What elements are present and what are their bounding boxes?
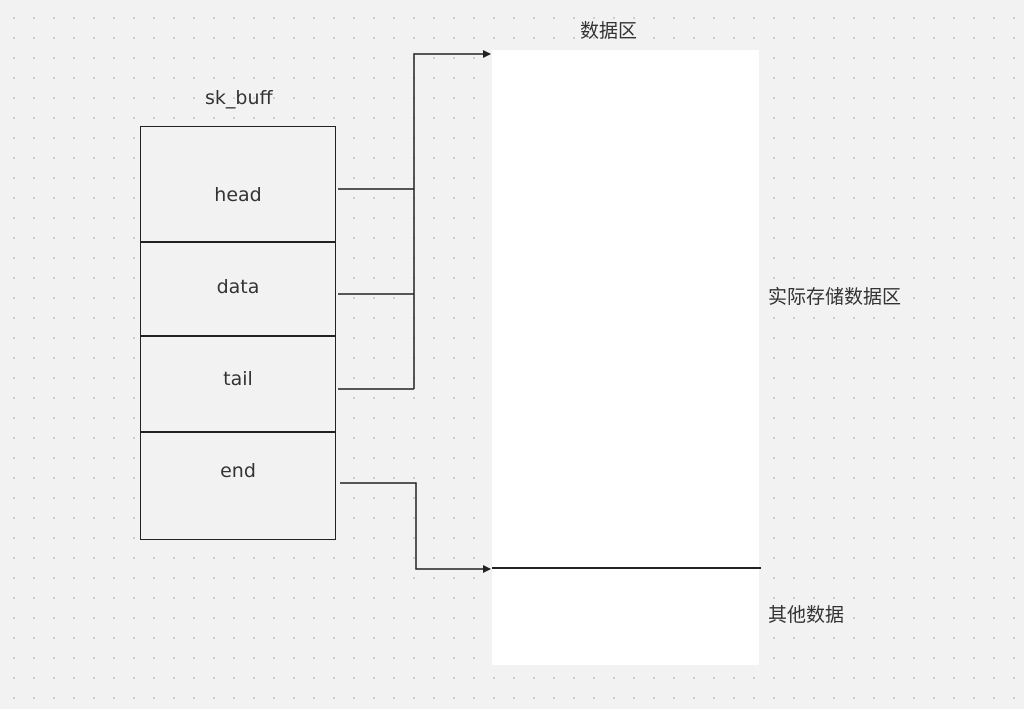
field-end-label: end (220, 460, 256, 482)
data-area-title: 数据区 (580, 20, 638, 42)
field-tail: tail (141, 337, 335, 433)
field-data-label: data (216, 276, 260, 298)
top-pointer-arrow (413, 50, 491, 389)
sk-buff-struct: head data tail end (140, 126, 336, 540)
actual-storage-label: 实际存储数据区 (768, 286, 902, 308)
field-data: data (141, 243, 335, 337)
field-head: head (141, 127, 335, 243)
data-area-divider-line (492, 567, 761, 569)
end-pointer-arrow (340, 482, 491, 573)
other-data-label: 其他数据 (768, 604, 845, 626)
data-area-block (492, 50, 759, 665)
field-tail-label: tail (223, 368, 253, 390)
field-end: end (141, 433, 335, 541)
sk-buff-title: sk_buff (205, 87, 273, 109)
field-head-label: head (214, 184, 262, 206)
